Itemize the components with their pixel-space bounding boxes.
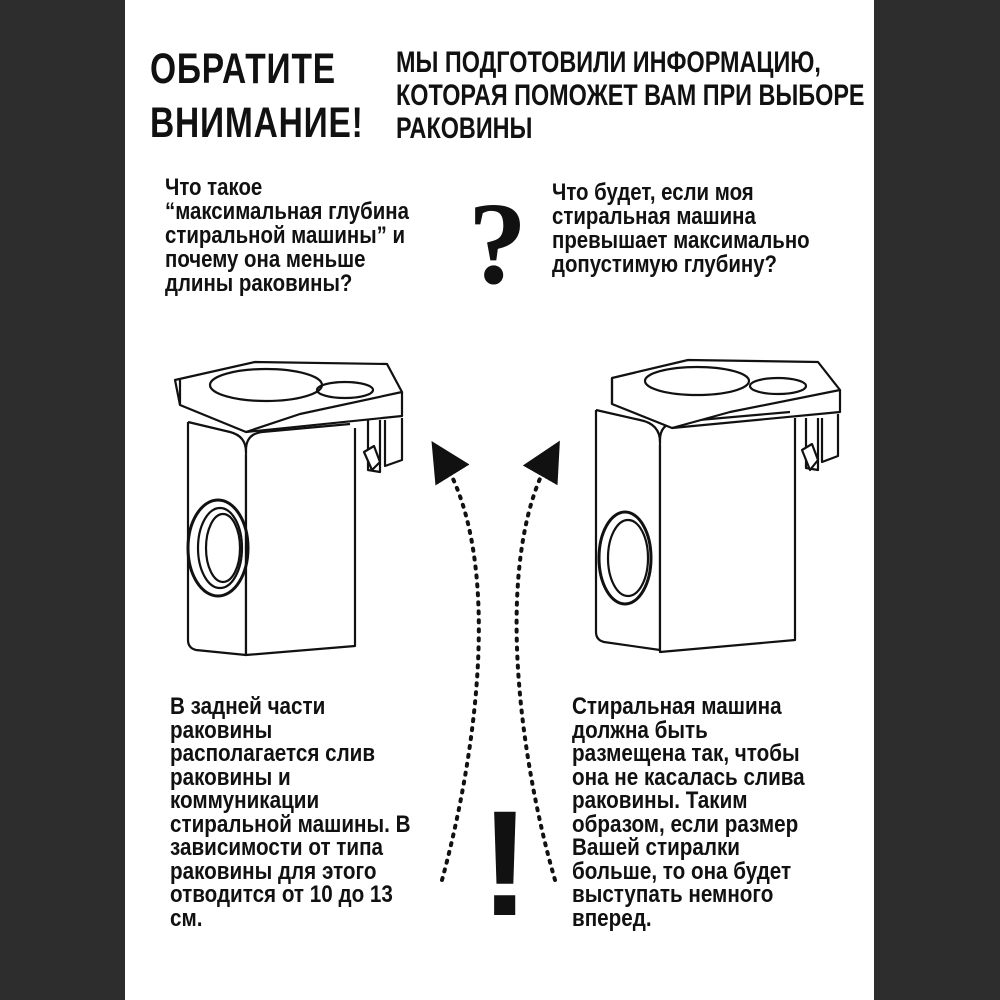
subtitle-line: МЫ ПОДГОТОВИЛИ ИНФОРМАЦИЮ, bbox=[396, 46, 821, 79]
answer-line: она не касалась слива bbox=[572, 763, 805, 791]
answer-line: вперед. bbox=[572, 904, 652, 932]
answer-line: см. bbox=[170, 904, 203, 932]
question-mark-icon: ? bbox=[468, 178, 527, 309]
subtitle-line: РАКОВИНЫ bbox=[396, 112, 533, 145]
left-frame bbox=[0, 0, 125, 1000]
answer-line: раковины. Таким bbox=[572, 787, 748, 814]
question-line: Что будет, если моя bbox=[552, 179, 754, 206]
answer-line: коммуникации bbox=[170, 787, 320, 814]
title-line: ВНИМАНИЕ! bbox=[150, 99, 364, 147]
subtitle-line: КОТОРАЯ ПОМОЖЕТ ВАМ ПРИ ВЫБОРЕ bbox=[396, 79, 865, 112]
question-line: “максимальная глубина bbox=[165, 198, 409, 225]
answer-line: зависимости от типа bbox=[170, 834, 384, 861]
question-line: Что такое bbox=[165, 174, 263, 201]
question-right: Что будет, если моя стиральная машина пр… bbox=[552, 181, 810, 277]
answer-line: раковины для этого bbox=[170, 857, 377, 885]
question-left: Что такое “максимальная глубина стиральн… bbox=[165, 176, 409, 296]
dotted-arrow-left-icon bbox=[431, 440, 481, 882]
answer-line: образом, если размер bbox=[572, 810, 799, 838]
answer-line: В задней части bbox=[170, 693, 326, 720]
answer-line: Стиральная машина bbox=[572, 693, 782, 720]
answer-line: выступать немного bbox=[572, 881, 774, 908]
title-line: ОБРАТИТЕ bbox=[150, 45, 336, 93]
question-line: стиральной машины” и bbox=[165, 222, 406, 249]
answer-line: больше, то она будет bbox=[572, 857, 792, 885]
page-subtitle: МЫ ПОДГОТОВИЛИ ИНФОРМАЦИЮ, КОТОРАЯ ПОМОЖ… bbox=[396, 46, 865, 145]
washing-machine-under-sink-left-icon bbox=[173, 360, 404, 657]
right-frame bbox=[874, 0, 1000, 1000]
answer-line: размещена так, чтобы bbox=[572, 740, 800, 767]
question-line: почему она меньше bbox=[165, 246, 366, 273]
answer-line: отводится от 10 до 13 bbox=[170, 881, 393, 908]
page-title: ОБРАТИТЕ ВНИМАНИЕ! bbox=[150, 42, 364, 150]
question-line: превышает максимально bbox=[552, 227, 810, 254]
answer-line: стиральной машины. В bbox=[170, 810, 411, 838]
question-line: стиральная машина bbox=[552, 203, 756, 230]
question-line: длины раковины? bbox=[165, 270, 353, 297]
answer-line: раковины bbox=[170, 716, 273, 744]
answer-line: раковины и bbox=[170, 763, 291, 791]
answer-right: Стиральная машина должна быть размещена … bbox=[572, 695, 805, 930]
answer-line: располагается слив bbox=[170, 740, 376, 767]
dotted-arrow-right-icon bbox=[514, 440, 560, 882]
question-line: допустимую глубину? bbox=[552, 251, 777, 278]
answer-line: Вашей стиралки bbox=[572, 834, 740, 861]
exclamation-mark-icon: ! bbox=[480, 779, 530, 947]
answer-left: В задней части раковины располагается сл… bbox=[170, 695, 411, 930]
washing-machine-under-sink-right-icon bbox=[594, 358, 842, 654]
answer-line: должна быть bbox=[572, 716, 708, 744]
